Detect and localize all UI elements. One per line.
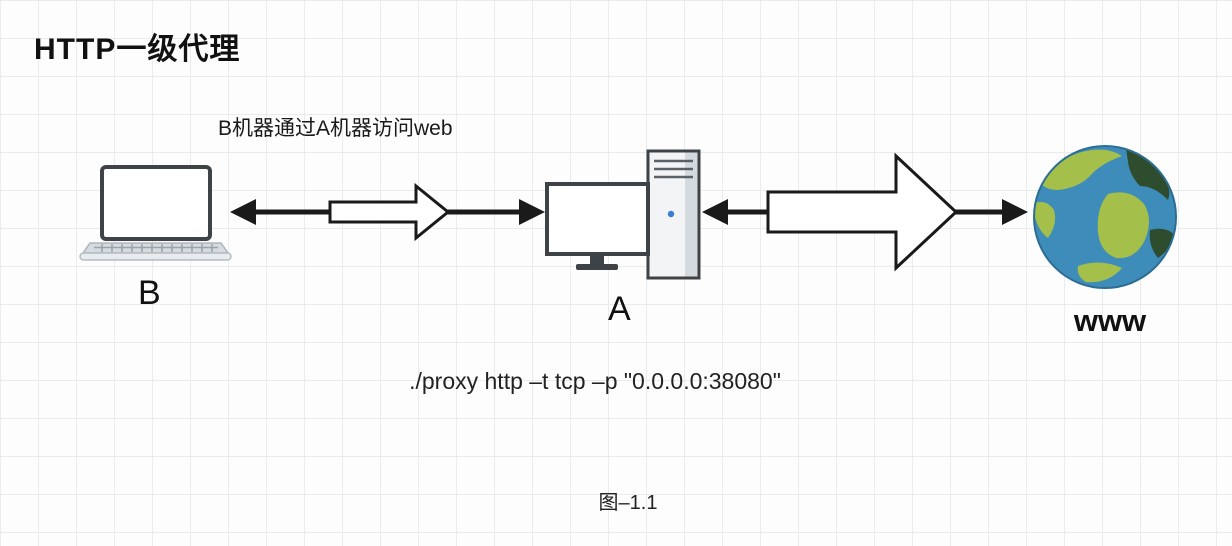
server-label: A bbox=[608, 290, 631, 328]
web-label: www bbox=[1073, 303, 1147, 338]
power-led bbox=[667, 210, 675, 218]
flow-description: B机器通过A机器访问web bbox=[218, 117, 453, 140]
arrowhead-left-icon bbox=[230, 199, 256, 225]
proxy-command-text: ./proxy http –t tcp –p "0.0.0.0:38080" bbox=[409, 368, 781, 394]
link-b-to-a-arrows bbox=[230, 182, 545, 242]
proxy-server-node bbox=[545, 148, 703, 283]
laptop-screen bbox=[100, 165, 212, 241]
arrowhead-right-icon bbox=[519, 199, 545, 225]
arrowhead-left-icon bbox=[702, 199, 728, 225]
monitor-base bbox=[576, 264, 618, 270]
laptop-keys bbox=[94, 244, 218, 252]
tower-vents bbox=[654, 159, 693, 179]
tower-shading bbox=[685, 151, 699, 278]
web-node bbox=[1030, 142, 1180, 292]
figure-caption: 图–1.1 bbox=[598, 492, 658, 514]
laptop-base bbox=[79, 252, 232, 261]
globe-continents bbox=[1034, 148, 1174, 283]
monitor-screen bbox=[545, 182, 650, 256]
block-arrow-right-icon bbox=[328, 182, 451, 242]
monitor-stand bbox=[590, 254, 604, 264]
desktop-computer-icon bbox=[545, 149, 701, 280]
block-arrow-right-icon bbox=[766, 152, 959, 272]
page-title: HTTP一级代理 bbox=[34, 33, 241, 66]
globe-icon bbox=[1033, 145, 1177, 289]
globe-outline bbox=[1033, 145, 1177, 289]
arrowhead-right-icon bbox=[1002, 199, 1028, 225]
laptop-label: B bbox=[138, 274, 161, 312]
laptop-icon bbox=[79, 165, 232, 261]
link-a-to-web-arrows bbox=[702, 152, 1028, 272]
laptop-node bbox=[78, 164, 233, 264]
